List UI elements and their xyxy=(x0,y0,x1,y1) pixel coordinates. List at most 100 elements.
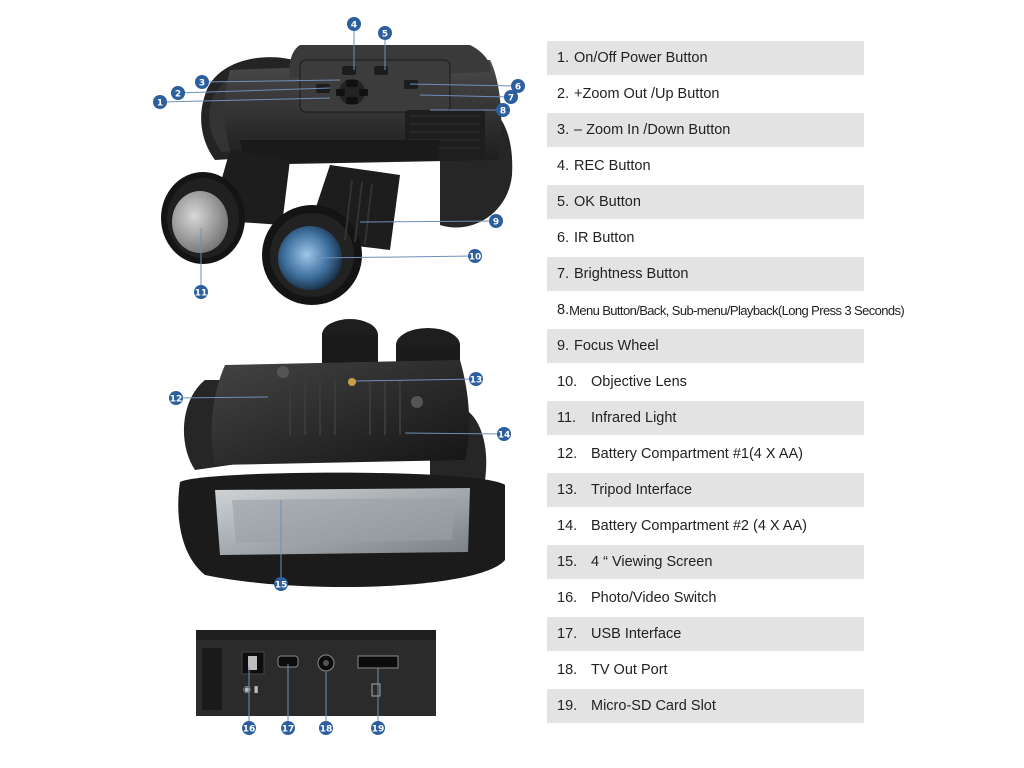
ports-inset: ◉ ▮ xyxy=(196,630,436,716)
callout-10: 10 xyxy=(468,249,482,263)
legend-row-11: 11. Infrared Light xyxy=(547,401,864,435)
legend-label: Battery Compartment #1(4 X AA) xyxy=(591,446,803,462)
callout-7: 7 xyxy=(504,90,518,104)
legend-label: Menu Button/Back, Sub-menu/Playback(Long… xyxy=(569,302,905,318)
legend-row-8: 8.Menu Button/Back, Sub-menu/Playback(Lo… xyxy=(547,293,905,327)
callout-3: 3 xyxy=(195,75,209,89)
legend-number: 17. xyxy=(557,626,578,642)
callout-12-label: 12 xyxy=(170,395,183,405)
callout-2-label: 2 xyxy=(175,90,181,100)
callout-5: 5 xyxy=(378,26,392,40)
callout-15: 15 xyxy=(274,577,288,591)
legend-number: 9. xyxy=(557,338,570,354)
svg-text:◉ ▮: ◉ ▮ xyxy=(243,685,259,695)
legend-label: – Zoom In /Down Button xyxy=(574,122,731,138)
callout-18-label: 18 xyxy=(320,725,333,735)
callout-5-label: 5 xyxy=(382,30,388,40)
legend-row-4: 4.REC Button xyxy=(547,149,864,183)
legend-label: +Zoom Out /Up Button xyxy=(574,86,720,102)
callout-14-label: 14 xyxy=(498,431,511,441)
callout-6-label: 6 xyxy=(515,83,521,93)
callout-8-label: 8 xyxy=(500,107,506,117)
legend-number: 12. xyxy=(557,446,578,462)
legend-row-1: 1.On/Off Power Button xyxy=(547,41,864,75)
legend-number: 15. xyxy=(557,554,578,570)
callout-6: 6 xyxy=(511,79,525,93)
legend-number: 14. xyxy=(557,518,578,534)
callout-11-label: 11 xyxy=(195,289,208,299)
legend-number: 5. xyxy=(557,194,570,210)
legend-number: 7. xyxy=(557,266,570,282)
legend-row-13: 13. Tripod Interface xyxy=(547,473,864,507)
legend-row-12: 12. Battery Compartment #1(4 X AA) xyxy=(547,437,864,471)
legend-label: IR Button xyxy=(574,230,635,246)
legend-label: REC Button xyxy=(574,158,651,174)
callout-15-label: 15 xyxy=(275,581,288,591)
legend-number: 16. xyxy=(557,590,578,606)
legend-number: 3. xyxy=(557,122,570,138)
legend-row-6: 6.IR Button xyxy=(547,221,864,255)
callout-10-label: 10 xyxy=(469,253,482,263)
legend-label: USB Interface xyxy=(591,626,682,642)
legend-label: On/Off Power Button xyxy=(574,50,708,66)
callout-13: 13 xyxy=(469,372,483,386)
callout-16: 16 xyxy=(242,721,256,735)
legend-row-19: 19.Micro-SD Card Slot xyxy=(547,689,864,723)
legend-row-14: 14. Battery Compartment #2 (4 X AA) xyxy=(547,509,864,543)
legend-row-17: 17. USB Interface xyxy=(547,617,864,651)
binocular-front-view xyxy=(161,45,513,305)
legend-label: Micro-SD Card Slot xyxy=(591,698,716,714)
callout-9: 9 xyxy=(489,214,503,228)
legend-row-15: 15. 4 “ Viewing Screen xyxy=(547,545,864,579)
legend-row-5: 5.OK Button xyxy=(547,185,864,219)
legend-number: 6. xyxy=(557,230,570,246)
legend-row-2: 2.+Zoom Out /Up Button xyxy=(547,77,864,111)
legend-number: 4. xyxy=(557,158,570,174)
callout-3-label: 3 xyxy=(199,79,205,89)
callout-1: 1 xyxy=(153,95,167,109)
callout-8: 8 xyxy=(496,103,510,117)
legend-row-10: 10. Objective Lens xyxy=(547,365,864,399)
callout-14: 14 xyxy=(497,427,511,441)
callout-19: 19 xyxy=(371,721,385,735)
callout-2: 2 xyxy=(171,86,185,100)
callout-18: 18 xyxy=(319,721,333,735)
legend-label: OK Button xyxy=(574,194,641,210)
binocular-rear-view xyxy=(178,319,505,587)
callout-17: 17 xyxy=(281,721,295,735)
callout-17-label: 17 xyxy=(282,725,295,735)
callout-12: 12 xyxy=(169,391,183,405)
legend-label: Infrared Light xyxy=(591,410,677,426)
legend-row-18: 18. TV Out Port xyxy=(547,653,864,687)
legend-number: 8. xyxy=(557,302,570,318)
legend-number: 13. xyxy=(557,482,578,498)
legend-label: Brightness Button xyxy=(574,266,689,282)
legend-row-7: 7.Brightness Button xyxy=(547,257,864,291)
legend-number: 1. xyxy=(557,50,570,66)
leader-lines xyxy=(159,24,519,728)
legend-number: 11. xyxy=(557,410,577,426)
parts-legend: 1.On/Off Power Button 2.+Zoom Out /Up Bu… xyxy=(547,41,905,725)
legend-number: 2. xyxy=(557,86,570,102)
callout-1-label: 1 xyxy=(157,99,163,109)
callout-19-label: 19 xyxy=(372,725,385,735)
callout-7-label: 7 xyxy=(508,94,514,104)
legend-label: Focus Wheel xyxy=(574,338,659,354)
callout-13-label: 13 xyxy=(470,376,483,386)
callout-4-label: 4 xyxy=(351,21,357,31)
legend-label: TV Out Port xyxy=(591,662,668,678)
callout-16-label: 16 xyxy=(243,725,256,735)
legend-label: Objective Lens xyxy=(591,374,687,390)
legend-label: Tripod Interface xyxy=(591,482,693,498)
callout-9-label: 9 xyxy=(493,218,499,228)
legend-row-3: 3.– Zoom In /Down Button xyxy=(547,113,864,147)
legend-label: Battery Compartment #2 (4 X AA) xyxy=(591,518,807,534)
legend-label: 4 “ Viewing Screen xyxy=(591,554,713,570)
callout-4: 4 xyxy=(347,17,361,31)
legend-row-9: 9.Focus Wheel xyxy=(547,329,864,363)
legend-number: 10. xyxy=(557,374,578,390)
callout-11: 11 xyxy=(194,285,208,299)
legend-number: 18. xyxy=(557,662,578,678)
legend-label: Photo/Video Switch xyxy=(591,590,717,606)
